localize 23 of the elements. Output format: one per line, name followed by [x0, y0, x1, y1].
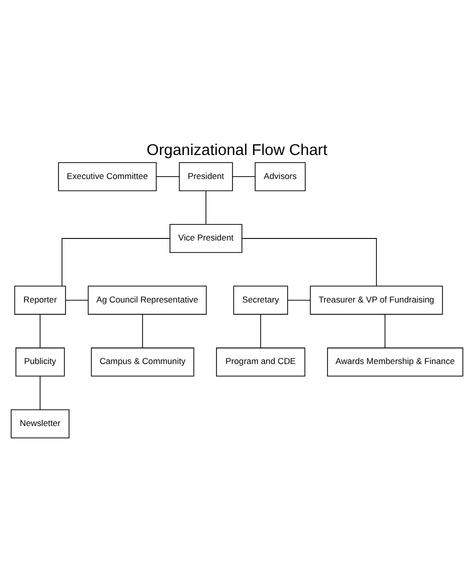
connector [232, 176, 256, 177]
connector [260, 314, 262, 348]
node-box: Treasurer & VP of Fundraising [310, 285, 443, 314]
connector [142, 314, 143, 348]
node-box: Reporter [14, 285, 66, 314]
connector [384, 314, 386, 348]
node-box: Vice President [170, 223, 242, 252]
node-box: Secretary [233, 285, 288, 314]
connector [62, 238, 170, 286]
node-box: Executive Committee [58, 162, 157, 191]
node-box: Program and CDE [216, 347, 306, 376]
connector [287, 299, 311, 300]
connector [156, 176, 180, 177]
node-box: Publicity [15, 347, 65, 376]
node-box: Awards Membership & Finance [327, 347, 464, 376]
connector [242, 238, 377, 286]
node-box: Ag Council Representative [88, 285, 207, 314]
node-box: Advisors [254, 162, 306, 191]
node-box: Campus & Community [90, 347, 194, 376]
connector [65, 299, 88, 300]
diagram-title: Organizational Flow Chart [146, 141, 328, 158]
node-box: President [178, 162, 233, 191]
node-box: Newsletter [10, 408, 70, 438]
